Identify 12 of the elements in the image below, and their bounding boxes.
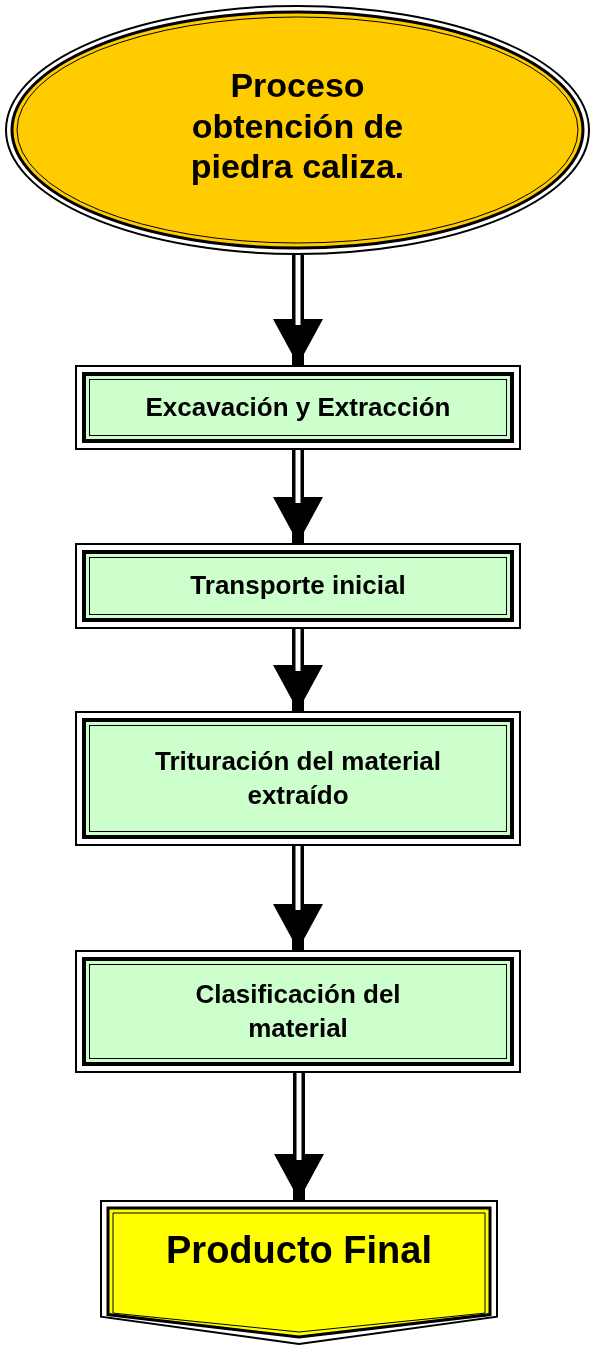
node-label: Producto Final: [166, 1228, 432, 1273]
node-label: Clasificación del material: [194, 977, 402, 1045]
final-product-pentagon: [100, 1200, 498, 1345]
node-label: Trituración del material extraído: [153, 744, 443, 812]
process-box: [75, 950, 521, 1073]
process-box: [75, 365, 521, 450]
process-box: [75, 543, 521, 629]
node-label: Transporte inicial: [190, 569, 406, 603]
node-label: Proceso obtención de piedra caliza.: [189, 64, 406, 188]
process-box: [75, 711, 521, 846]
title-ellipse: [5, 5, 590, 255]
node-label: Excavación y Extracción: [145, 390, 451, 424]
